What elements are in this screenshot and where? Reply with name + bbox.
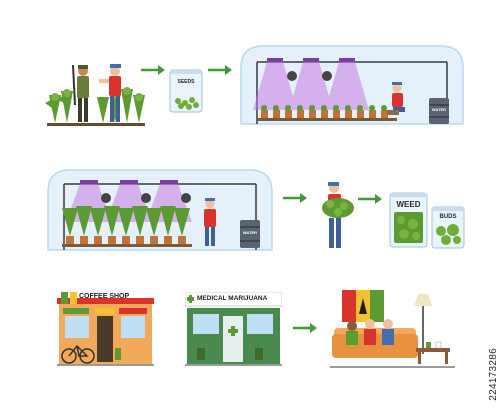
buds-bag-icon (431, 206, 465, 249)
water-barrel-label: WATER (242, 230, 258, 235)
water-barrel-label: WATER (431, 107, 447, 112)
arrow-right-icon (141, 65, 165, 75)
friends-on-sofa-illustration (330, 290, 455, 368)
seeds-bag: SEEDS (169, 69, 203, 113)
seeds-bag-label: SEEDS (177, 79, 195, 85)
farmers-illustration (45, 64, 145, 126)
pharmacy-illustration (185, 292, 282, 366)
friends-sofa-scene (330, 288, 455, 370)
buds-bag: BUDS (431, 206, 465, 249)
stock-id: 224173286 (488, 348, 499, 401)
greenhouse-seedlings-scene: WATER (237, 38, 467, 128)
greenhouse-grown-illustration (47, 169, 273, 251)
buds-bag-label: BUDS (439, 214, 457, 220)
greenhouse-seedlings-illustration (240, 45, 464, 125)
greenhouse-grown-scene: WATER (44, 162, 276, 254)
harvester-illustration (322, 182, 354, 248)
harvester-person (316, 182, 356, 250)
arrow-right-icon (283, 193, 307, 203)
weed-bag: WEED (389, 192, 428, 248)
weed-bag-label: WEED (396, 200, 421, 209)
coffee-shop-illustration (57, 292, 154, 366)
arrow-right-icon (358, 194, 382, 204)
arrow-right-icon (208, 65, 232, 75)
weed-bag-icon (389, 192, 428, 248)
coffee-shop-sign: COFFEE SHOP (79, 293, 130, 300)
arrow-right-icon (293, 323, 317, 333)
seeds-bag-icon (169, 69, 203, 113)
field-farmers-scene (45, 55, 150, 130)
coffee-shop-storefront: COFFEE SHOP (57, 292, 154, 366)
medical-marijuana-storefront: MEDICAL MARIJUANA (185, 292, 282, 366)
stock-id-strip: 224173286 (486, 0, 500, 409)
pharmacy-sign: MEDICAL MARIJUANA (197, 295, 268, 302)
